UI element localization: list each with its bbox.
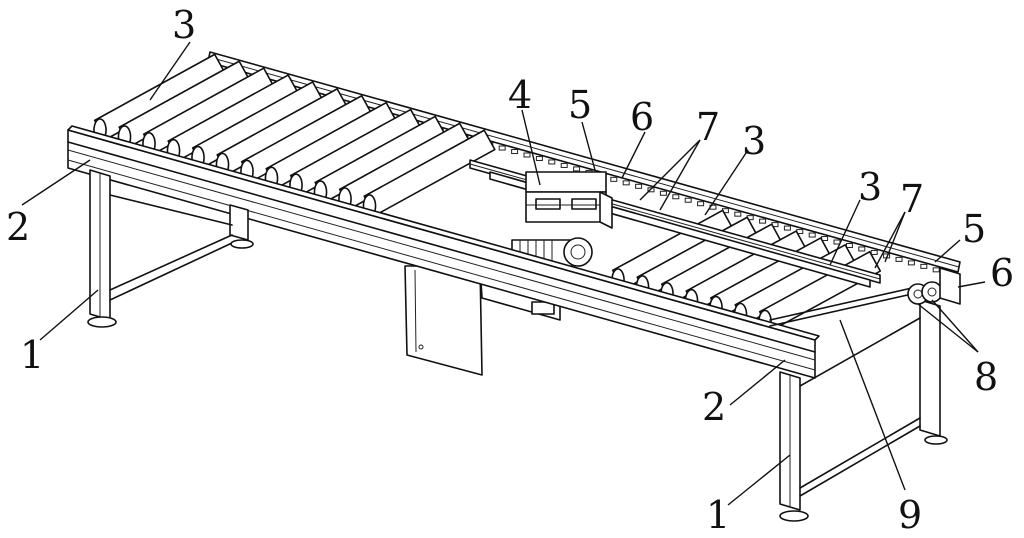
callout-3-right: 3 — [858, 165, 882, 209]
chain-link — [833, 239, 841, 245]
chain-link — [895, 256, 903, 262]
lifting-unit — [525, 171, 613, 229]
chain-link — [845, 242, 853, 248]
chain-link — [870, 249, 878, 255]
callout-6-right: 6 — [990, 251, 1014, 295]
right-leg-frame — [779, 299, 948, 522]
chain-link — [734, 211, 742, 217]
chain-link — [808, 232, 816, 238]
chain-link — [684, 197, 692, 203]
chain-link — [858, 246, 866, 252]
chain-link — [759, 218, 767, 224]
callout-3-middle: 3 — [742, 119, 766, 163]
front-rail — [67, 125, 820, 379]
chain-link — [498, 145, 506, 151]
chain-link — [622, 180, 630, 186]
left-leg-frame — [87, 169, 254, 328]
chain-link — [920, 263, 928, 269]
drive-shaft — [769, 287, 913, 327]
callout-2-right: 2 — [702, 385, 726, 429]
chain-link — [610, 176, 618, 182]
callout-7-right: 7 — [900, 177, 924, 221]
callout-9: 9 — [898, 493, 922, 537]
end-sprockets — [907, 267, 961, 305]
chain-link — [635, 183, 643, 189]
callout-3-left: 3 — [172, 3, 196, 47]
callout-7-middle: 7 — [696, 105, 720, 149]
callout-8: 8 — [974, 355, 998, 399]
leader-lines — [21, 41, 986, 506]
chain-link — [523, 152, 531, 158]
callout-2-left: 2 — [6, 205, 30, 249]
callout-1-right: 1 — [706, 493, 730, 537]
chain-link — [783, 225, 791, 231]
callout-4: 4 — [508, 73, 532, 117]
callout-1-left: 1 — [20, 333, 44, 377]
chain-link — [647, 187, 655, 193]
callout-5-right: 5 — [962, 207, 986, 251]
chain-link — [672, 194, 680, 200]
chain-link — [907, 260, 915, 266]
chain-link — [560, 162, 568, 168]
callout-5-middle: 5 — [568, 83, 592, 127]
chain-link — [548, 159, 556, 165]
chain-link — [511, 149, 519, 155]
chain-link — [535, 155, 543, 161]
chain-link — [697, 201, 705, 207]
chain-link — [659, 190, 667, 196]
chain-link — [932, 267, 940, 273]
callout-labels: 1 1 2 2 3 3 3 4 5 5 6 6 7 7 8 9 — [6, 3, 1014, 537]
chain-link — [573, 166, 581, 172]
callout-6-middle: 6 — [630, 95, 654, 139]
